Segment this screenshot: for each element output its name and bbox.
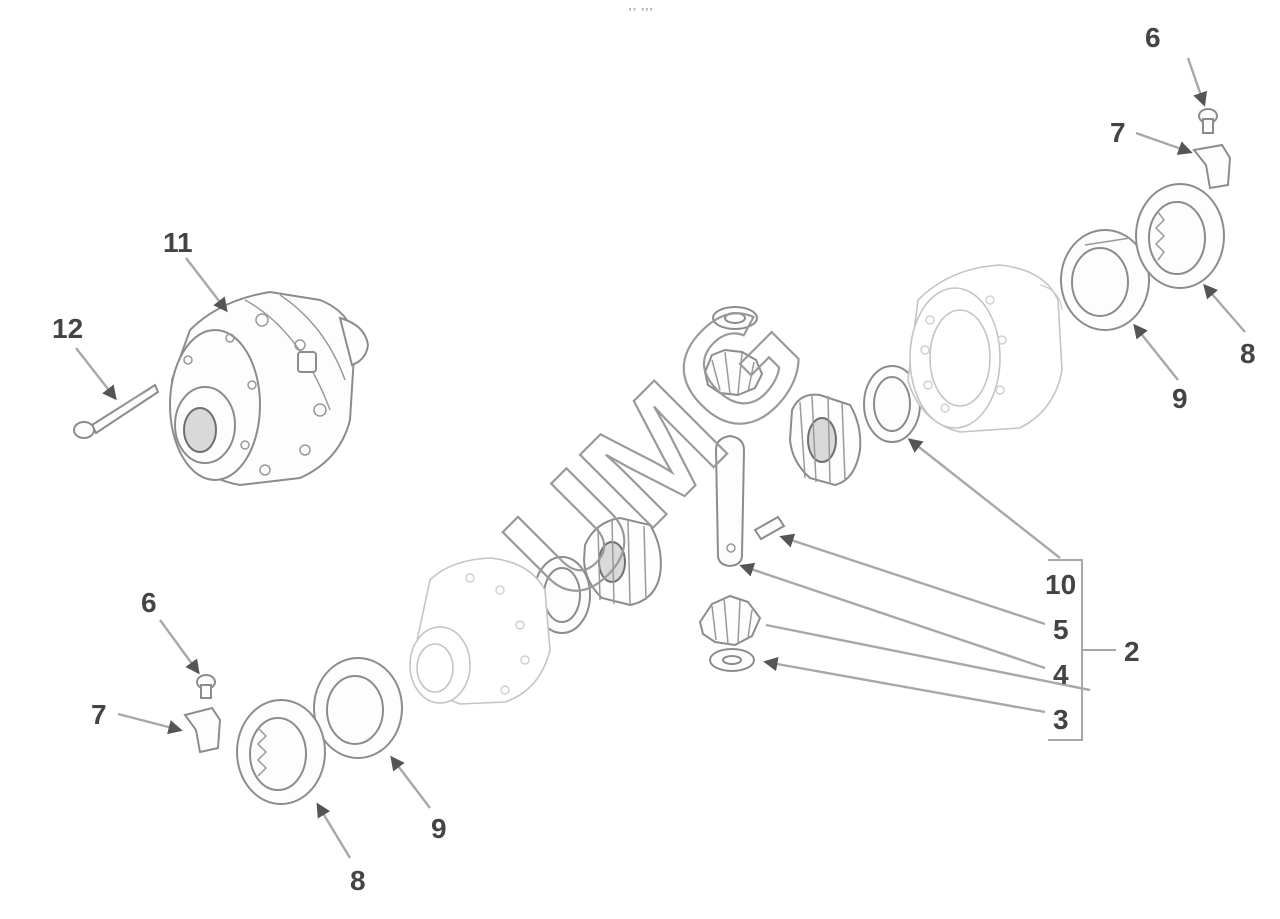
side-gear-left: [582, 516, 662, 607]
callout-5: 5: [1053, 614, 1069, 645]
roll-pin: [753, 515, 786, 541]
callout-9-right: 9: [1172, 383, 1188, 414]
callout-2: 2: [1124, 636, 1140, 667]
case-half-right: [907, 264, 1063, 433]
side-shim-right: [863, 365, 921, 443]
callout-7-left: 7: [91, 699, 107, 730]
callout-4: 4: [1053, 659, 1069, 690]
callout-9-left: 9: [431, 813, 447, 844]
bolt: [73, 383, 160, 439]
callout-8-right: 8: [1240, 338, 1256, 369]
header-code: ⁶⁰ ⁶⁰⁸: [628, 7, 653, 15]
thrust-washer-upper: [712, 306, 758, 330]
callout-3: 3: [1053, 704, 1069, 735]
callout-6-right: 6: [1145, 22, 1161, 53]
bearing-left: [313, 657, 403, 759]
pinion-gear-upper: [703, 348, 764, 397]
lock-tab-left: [183, 706, 222, 754]
lock-bolt-right: [1198, 108, 1218, 134]
callout-11: 11: [163, 227, 193, 258]
adjuster-nut-right: [1135, 183, 1225, 289]
lock-bolt-left: [196, 674, 216, 699]
lock-tab-right: [1192, 143, 1232, 190]
bearing-right: [1060, 229, 1150, 331]
thrust-washer-lower: [709, 648, 755, 672]
callouts: 6 7 8 9 11 12 10 5 4 3 2 6 7 8 9: [52, 22, 1256, 896]
callout-8-left: 8: [350, 865, 366, 896]
pinion-shaft: [714, 434, 746, 568]
pinion-gear-lower: [698, 594, 762, 647]
differential-case-assembly: [169, 290, 370, 487]
callout-10: 10: [1045, 569, 1076, 600]
leader-lines: [75, 57, 1246, 859]
side-shim-left: [533, 556, 591, 634]
callout-7-right: 7: [1110, 117, 1126, 148]
case-half-left: [409, 557, 551, 705]
callout-12: 12: [52, 313, 83, 344]
callout-6-left: 6: [141, 587, 157, 618]
side-gear-right: [788, 393, 862, 487]
adjuster-nut-left: [236, 699, 326, 805]
